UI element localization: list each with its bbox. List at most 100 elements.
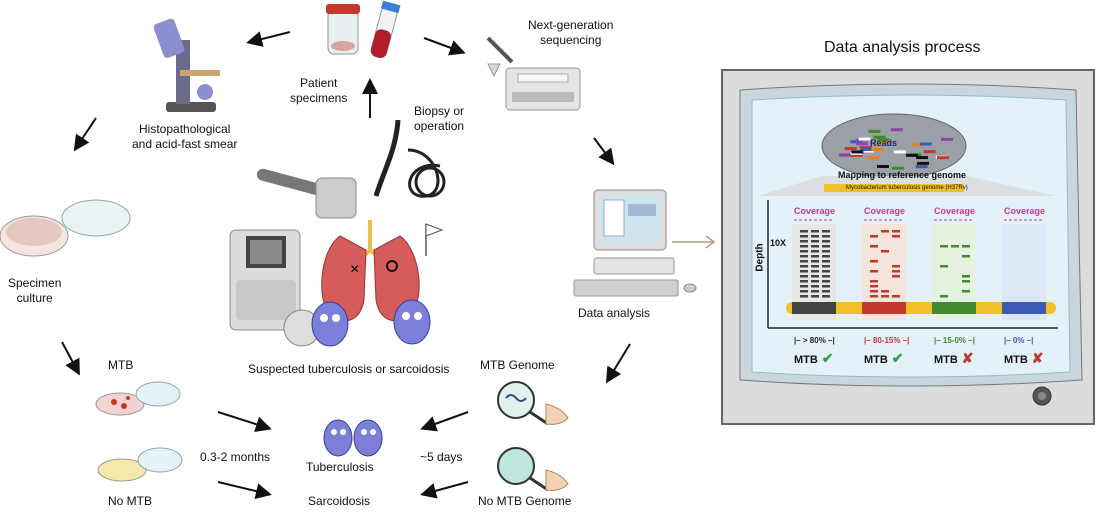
aligned-read bbox=[881, 250, 889, 253]
mapping-label: Mapping to reference genome bbox=[838, 170, 967, 180]
aligned-read bbox=[822, 245, 830, 248]
depth-axis-label: Depth bbox=[754, 243, 766, 272]
flow-arrows bbox=[61, 31, 631, 499]
aligned-read bbox=[951, 245, 959, 248]
read-fragment bbox=[844, 146, 857, 150]
aligned-read bbox=[811, 250, 819, 253]
aligned-read bbox=[800, 260, 808, 263]
aligned-read bbox=[892, 295, 900, 298]
mtb-result: MTB ✘ bbox=[1004, 350, 1043, 367]
aligned-read bbox=[811, 265, 819, 268]
aligned-read bbox=[940, 265, 948, 268]
read-fragment bbox=[851, 150, 864, 154]
aligned-read bbox=[870, 285, 878, 288]
aligned-read bbox=[962, 290, 970, 293]
ngs-time-label: ~5 days bbox=[420, 450, 463, 464]
aligned-read bbox=[822, 280, 830, 283]
aligned-read bbox=[822, 250, 830, 253]
aligned-read bbox=[822, 265, 830, 268]
coverage-segment bbox=[862, 302, 906, 314]
aligned-read bbox=[870, 290, 878, 293]
read-fragment bbox=[916, 156, 929, 160]
aligned-read bbox=[811, 270, 819, 273]
microscope-icon bbox=[153, 18, 220, 112]
aligned-read bbox=[811, 295, 819, 298]
read-fragment bbox=[856, 142, 869, 146]
read-fragment bbox=[915, 165, 928, 169]
data-analysis-label: Data analysis bbox=[578, 306, 651, 320]
aligned-read bbox=[800, 295, 808, 298]
aligned-read bbox=[870, 235, 878, 238]
mtb-result-label: MTB bbox=[934, 354, 958, 366]
aligned-read bbox=[822, 275, 830, 278]
aligned-read bbox=[892, 235, 900, 238]
read-fragment bbox=[871, 148, 884, 152]
magnifier-icons bbox=[497, 381, 569, 492]
sarcoidosis-label: Sarcoidosis bbox=[308, 494, 371, 508]
aligned-read bbox=[811, 260, 819, 263]
read-fragment bbox=[876, 164, 889, 168]
computer-icon bbox=[573, 189, 697, 297]
read-fragment bbox=[850, 140, 863, 144]
coverage-label: Coverage bbox=[934, 206, 976, 216]
read-fragment bbox=[861, 149, 874, 153]
mtb-culture-dishes-icon bbox=[95, 381, 183, 482]
aligned-read bbox=[811, 240, 819, 243]
bronchoscope-icon bbox=[373, 119, 446, 198]
aligned-read bbox=[881, 290, 889, 293]
coverage-percent: |– > 80% –| bbox=[794, 336, 835, 345]
panel-title: Data analysis process bbox=[824, 39, 981, 56]
read-fragment bbox=[890, 128, 903, 132]
coverage-segment bbox=[1002, 302, 1046, 314]
no-mtb-genome-label: No MTB Genome bbox=[478, 494, 572, 508]
read-fragment bbox=[868, 129, 881, 133]
bacteria-characters-icon bbox=[311, 299, 431, 457]
aligned-read bbox=[892, 275, 900, 278]
aligned-read bbox=[881, 295, 889, 298]
cross-icon: ✘ bbox=[957, 350, 974, 366]
coverage-label: Coverage bbox=[794, 206, 836, 216]
culture-time-label: 0.3-2 months bbox=[200, 450, 271, 464]
aligned-read bbox=[822, 295, 830, 298]
aligned-read bbox=[822, 260, 830, 263]
mtb-result: MTB ✔ bbox=[864, 350, 903, 367]
aligned-read bbox=[822, 240, 830, 243]
depth-tick-label: 10X bbox=[770, 238, 787, 248]
read-fragment bbox=[873, 135, 886, 139]
biopsy-label: Biopsy or operation bbox=[414, 104, 465, 133]
aligned-read bbox=[870, 270, 878, 273]
read-fragment bbox=[906, 153, 919, 157]
check-icon: ✔ bbox=[887, 350, 904, 366]
read-fragment bbox=[923, 150, 936, 154]
aligned-read bbox=[811, 245, 819, 248]
patient-specimens-label: Patient specimens bbox=[290, 76, 348, 105]
read-fragment bbox=[858, 137, 871, 141]
specimen-tubes-icon bbox=[326, 0, 401, 59]
aligned-read bbox=[811, 230, 819, 233]
read-fragment bbox=[860, 147, 873, 151]
aligned-read bbox=[881, 230, 889, 233]
reads-label: Reads bbox=[870, 138, 898, 148]
aligned-read bbox=[800, 275, 808, 278]
aligned-read bbox=[962, 255, 970, 258]
aligned-read bbox=[870, 260, 878, 263]
aligned-read bbox=[811, 235, 819, 238]
aligned-read bbox=[800, 230, 808, 233]
read-fragment bbox=[893, 150, 906, 154]
aligned-read bbox=[962, 275, 970, 278]
aligned-read bbox=[800, 250, 808, 253]
aligned-read bbox=[800, 265, 808, 268]
mtb-result-label: MTB bbox=[864, 354, 888, 366]
mtb-label: MTB bbox=[108, 358, 134, 372]
specimen-culture-label: Specimen culture bbox=[8, 276, 62, 305]
coverage-percent: |– 15-0% –| bbox=[934, 336, 975, 345]
coverage-segment bbox=[932, 302, 976, 314]
mtb-result-label: MTB bbox=[794, 354, 818, 366]
aligned-read bbox=[800, 290, 808, 293]
aligned-read bbox=[800, 285, 808, 288]
read-fragment bbox=[850, 153, 863, 157]
svg-text:×: × bbox=[350, 261, 359, 278]
read-fragment bbox=[891, 166, 904, 170]
aligned-read bbox=[892, 270, 900, 273]
